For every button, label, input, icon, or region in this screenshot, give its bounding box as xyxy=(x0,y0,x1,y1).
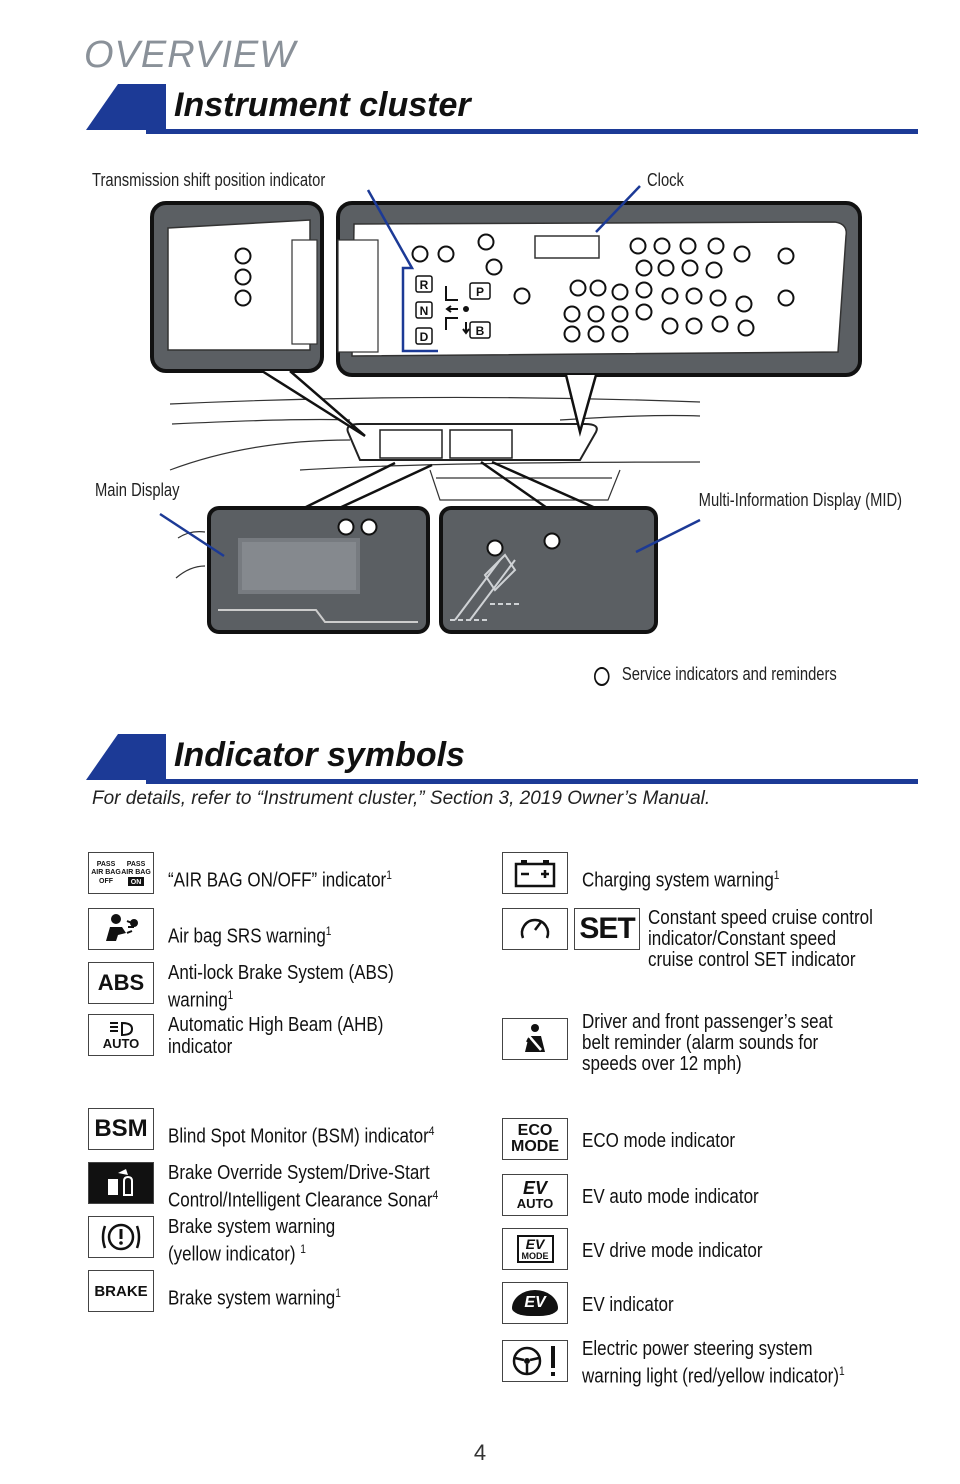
service-indicator-dot xyxy=(707,237,725,255)
service-indicator-dot xyxy=(705,261,723,279)
service-indicator-dot xyxy=(681,259,699,277)
service-indicator-dot xyxy=(587,325,605,343)
svg-text:ON: ON xyxy=(131,879,142,886)
ev-indicator-icon: EV xyxy=(502,1282,568,1324)
svg-text:PASS: PASS xyxy=(127,861,146,868)
mid-callout: Multi-Information Display (MID) xyxy=(698,490,902,510)
instrument-cluster-diagram: R N D P B xyxy=(150,185,862,634)
service-indicator-dot xyxy=(477,233,495,251)
heading-tab xyxy=(86,84,166,130)
service-indicator-dot xyxy=(709,289,727,307)
air-bag-srs-icon xyxy=(88,908,154,950)
indicator-label: Air bag SRS warning1 xyxy=(168,924,332,948)
ev-drive-mode-icon: EV MODE xyxy=(502,1228,568,1270)
service-indicator-dot xyxy=(657,259,675,277)
indicator-label: ECO mode indicator xyxy=(582,1130,736,1152)
shift-letter-d: D xyxy=(420,330,429,344)
shift-letter-n: N xyxy=(420,304,429,318)
service-indicator-dot xyxy=(411,245,429,263)
indicator-label: Anti-lock Brake System (ABS) warning1 xyxy=(168,962,394,1012)
shift-position-callout: Transmission shift position indicator xyxy=(92,170,326,190)
ev-auto-icon: EV AUTO xyxy=(502,1174,568,1216)
service-indicator-dot xyxy=(513,287,531,305)
svg-text:AIR BAG: AIR BAG xyxy=(91,869,121,876)
cruise-set-icon: SET xyxy=(574,908,640,950)
cluster-title: Instrument cluster xyxy=(174,86,471,124)
symbols-title: Indicator symbols xyxy=(174,736,465,774)
brake-override-icon xyxy=(88,1162,154,1204)
brake-warning-yellow-icon xyxy=(88,1216,154,1258)
heading-rule xyxy=(146,129,918,134)
service-indicator-dot xyxy=(563,305,581,323)
shift-letter-p: P xyxy=(476,285,484,299)
heading-rule xyxy=(146,779,918,784)
seatbelt-icon xyxy=(502,1018,568,1060)
page-number: 4 xyxy=(473,1440,487,1465)
service-indicator-dot xyxy=(735,295,753,313)
indicator-label: Brake system warning (yellow indicator) … xyxy=(168,1216,336,1266)
brake-text-icon: BRAKE xyxy=(88,1270,154,1312)
service-indicator-dot xyxy=(661,287,679,305)
service-indicator-icon xyxy=(594,667,610,686)
indicator-label: Brake system warning1 xyxy=(168,1286,341,1310)
service-indicator-dot xyxy=(485,258,503,276)
service-indicator-dot xyxy=(635,281,653,299)
indicator-label: Charging system warning1 xyxy=(582,868,780,892)
service-indicator-dot xyxy=(611,283,629,301)
service-indicator-dot xyxy=(661,317,679,335)
shift-letter-b: B xyxy=(476,324,485,338)
section-label: OVERVIEW xyxy=(84,34,297,76)
bsm-icon: BSM xyxy=(88,1108,154,1150)
eco-mode-icon: ECO MODE xyxy=(502,1118,568,1160)
svg-text:OFF: OFF xyxy=(99,878,114,885)
indicator-label: Automatic High Beam (AHB) indicator xyxy=(168,1014,384,1058)
indicator-label: Brake Override System/Drive-Start Contro… xyxy=(168,1162,439,1212)
symbols-section-heading: Indicator symbols xyxy=(86,734,918,784)
service-indicator-dot xyxy=(679,237,697,255)
indicator-label: EV indicator xyxy=(582,1294,674,1316)
indicator-label: “AIR BAG ON/OFF” indicator1 xyxy=(168,868,392,892)
svg-text:PASS: PASS xyxy=(97,861,116,868)
cluster-section-heading: Instrument cluster xyxy=(86,84,918,134)
heading-tab xyxy=(86,734,166,780)
indicator-label: Electric power steering system warning l… xyxy=(582,1338,845,1388)
service-indicator-dot xyxy=(777,247,795,265)
service-indicator-dot xyxy=(777,289,795,307)
abs-icon: ABS xyxy=(88,962,154,1004)
battery-icon xyxy=(502,852,568,894)
legend-text: Service indicators and reminders xyxy=(621,664,837,684)
service-indicator-dot xyxy=(437,245,455,263)
service-indicator-dot xyxy=(611,305,629,323)
service-indicator-dot xyxy=(611,325,629,343)
service-indicator-dot xyxy=(685,317,703,335)
service-indicator-dot xyxy=(569,279,587,297)
service-indicator-dot xyxy=(635,303,653,321)
power-steering-icon xyxy=(502,1340,568,1382)
main-display-callout: Main Display xyxy=(95,480,180,500)
service-indicator-dot xyxy=(737,319,755,337)
service-indicator-dot xyxy=(563,325,581,343)
service-indicator-dot xyxy=(733,245,751,263)
indicator-label: EV auto mode indicator xyxy=(582,1186,759,1208)
service-indicator-dot xyxy=(711,315,729,333)
clock-callout: Clock xyxy=(647,170,684,190)
cruise-control-icon xyxy=(502,908,568,950)
service-indicator-dot xyxy=(653,237,671,255)
details-note: For details, refer to “Instrument cluste… xyxy=(92,788,711,809)
indicator-label: EV drive mode indicator xyxy=(582,1240,763,1262)
service-indicator-dot xyxy=(635,259,653,277)
service-indicator-dot xyxy=(685,287,703,305)
svg-text:AIR BAG: AIR BAG xyxy=(121,869,151,876)
service-indicator-dot xyxy=(629,237,647,255)
auto-high-beam-icon: AUTO xyxy=(88,1014,154,1056)
indicator-label: Driver and front passenger’s seat belt r… xyxy=(582,1011,833,1075)
indicator-label: Constant speed cruise control indicator/… xyxy=(648,907,873,971)
indicator-label: Blind Spot Monitor (BSM) indicator4 xyxy=(168,1124,435,1148)
shift-letter-r: R xyxy=(420,278,429,292)
service-indicator-dot xyxy=(589,279,607,297)
service-indicator-dot xyxy=(587,305,605,323)
